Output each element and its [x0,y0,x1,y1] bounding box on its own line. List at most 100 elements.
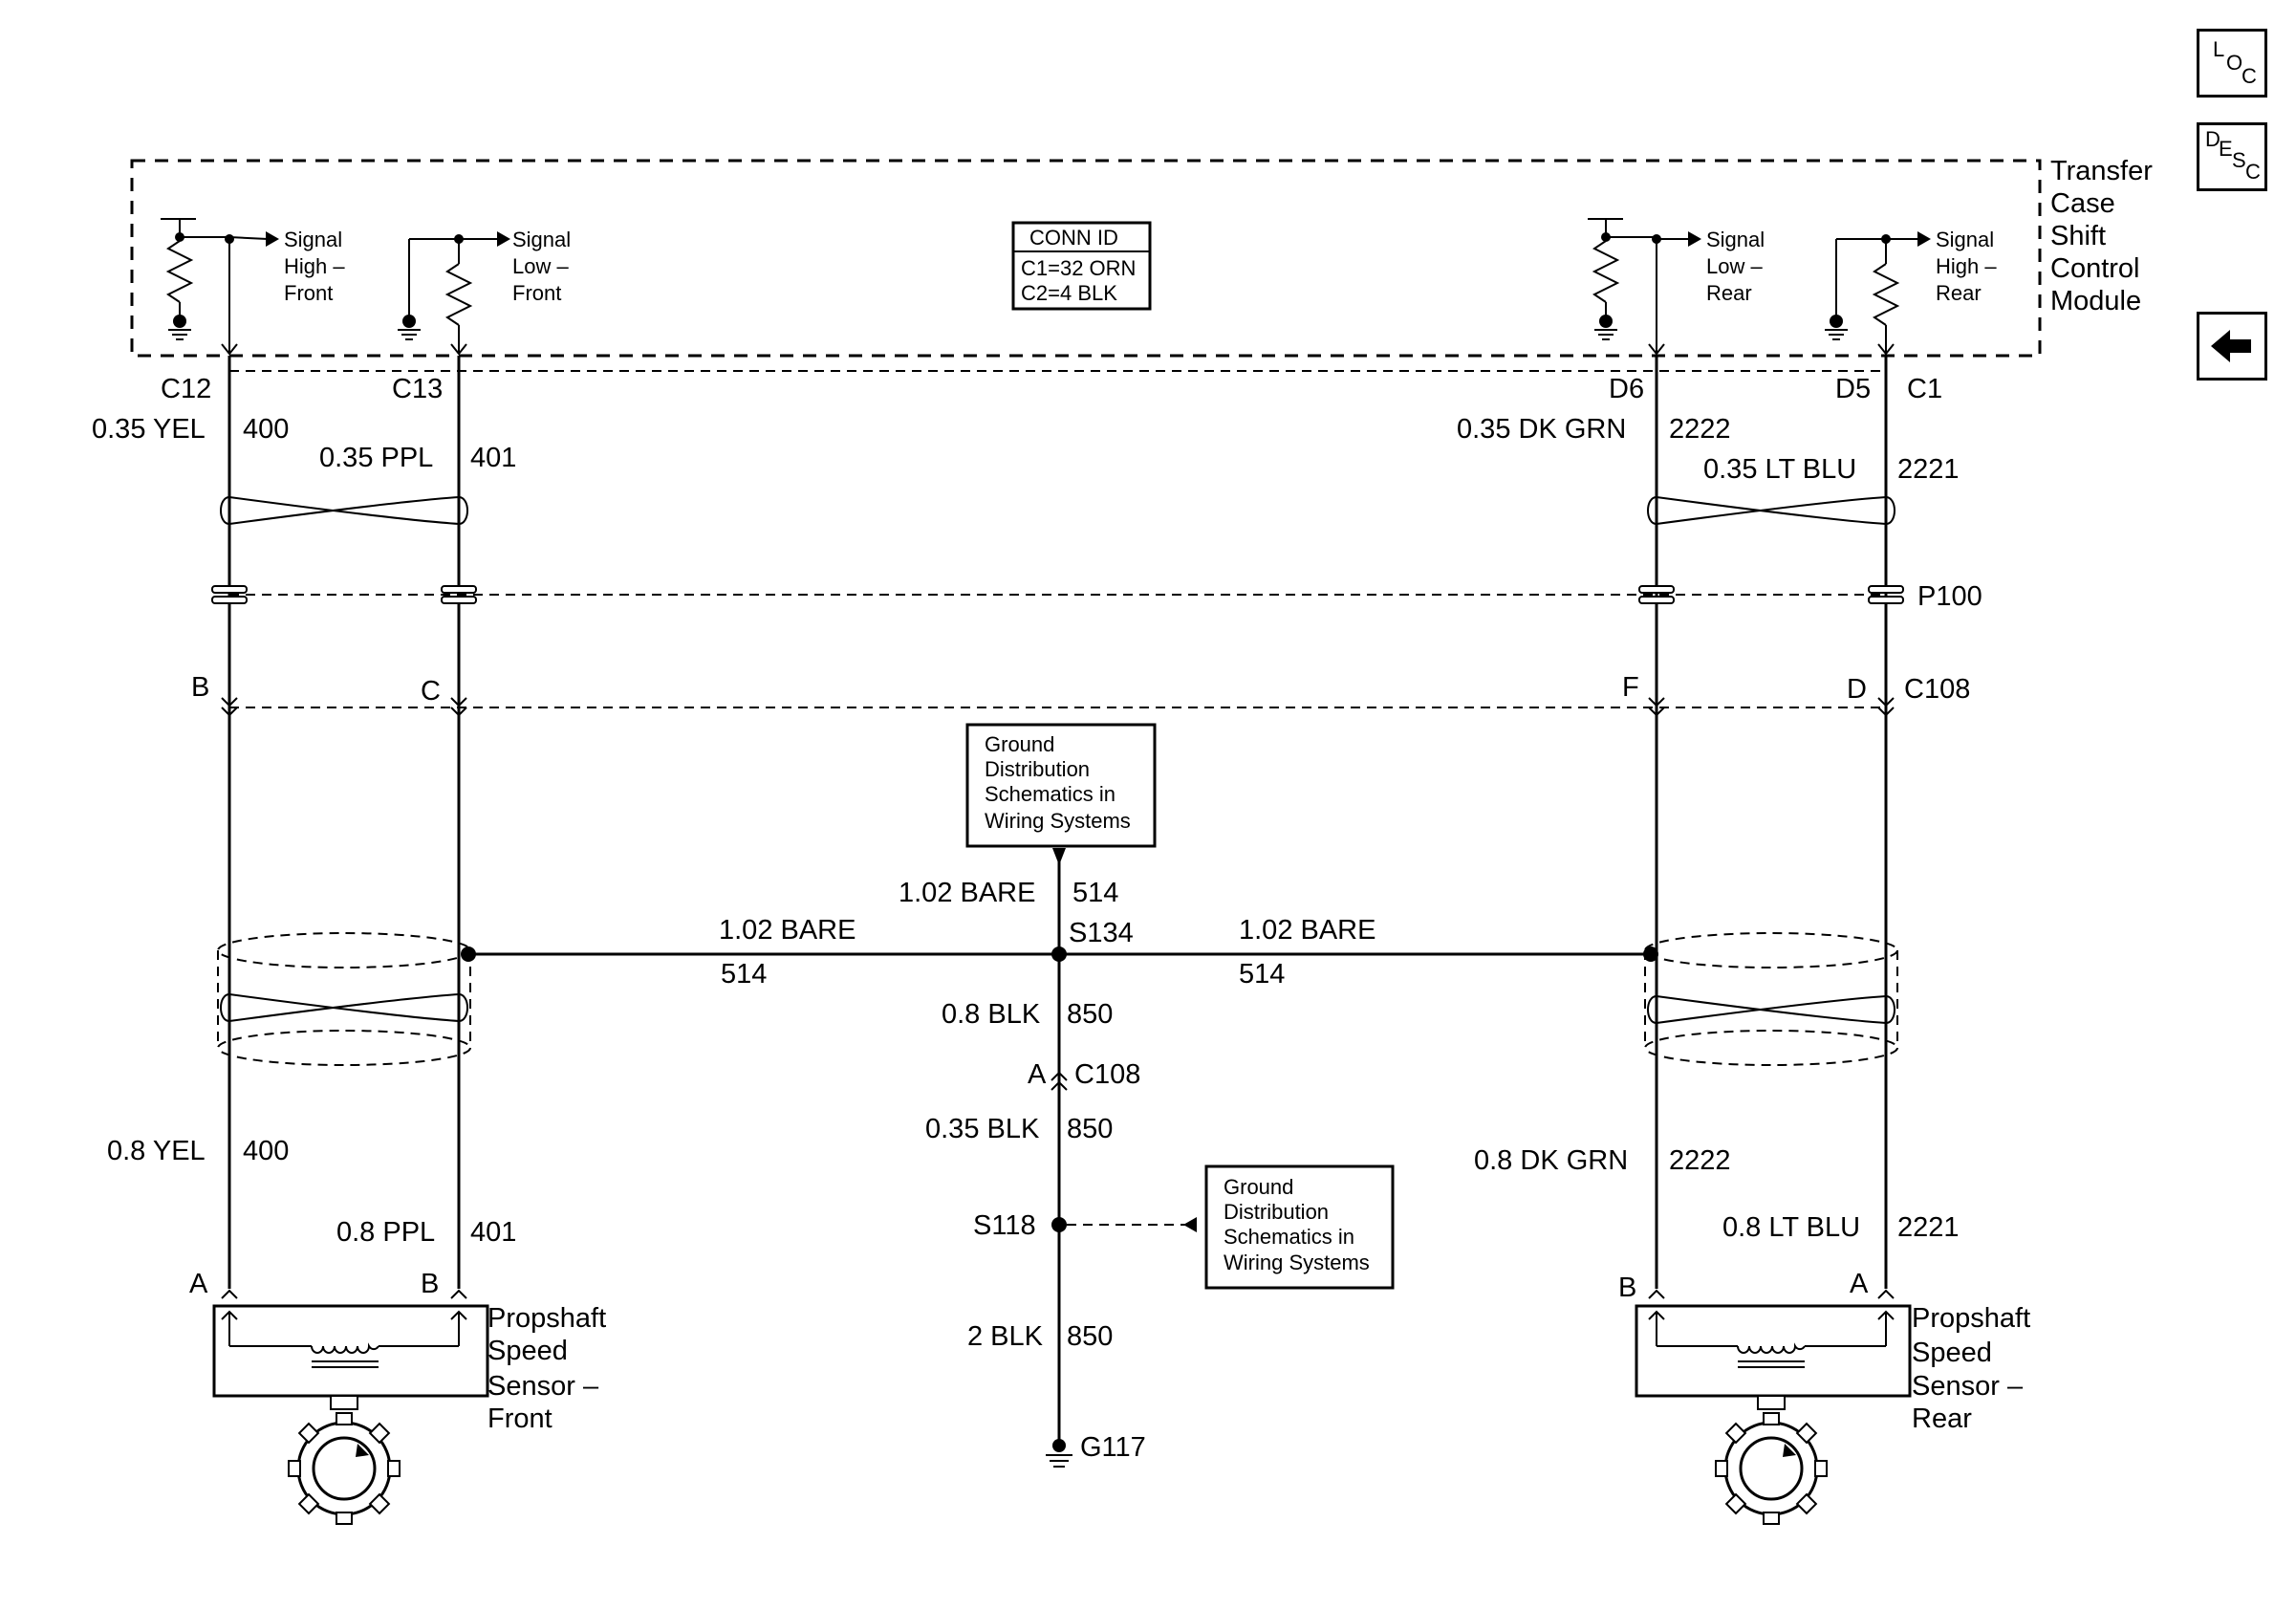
bare-left-label: 1.02 BARE [719,915,856,946]
svg-text:Sensor –: Sensor – [487,1371,599,1402]
svg-text:Ground: Ground [985,732,1054,756]
front-pin-b: B [421,1269,439,1299]
blk2-code: 850 [1067,1114,1113,1144]
blk1-code: 850 [1067,999,1113,1030]
conn-id-c2: C2=4 BLK [1021,281,1117,305]
signal-high-front-l2: High – [284,254,345,278]
twisted-pair-upper-left [220,495,468,526]
propshaft-speed-sensor-rear [1635,1304,1912,1410]
module-line-5: Module [2050,286,2141,316]
wire-code-400-bottom: 400 [243,1136,289,1166]
module-pin-chevrons [221,343,1895,356]
bare-right-code: 514 [1239,959,1285,990]
module-name: Transfer Case Shift Control Module [2050,156,2153,316]
signal-high-front-l3: Front [284,281,333,305]
signal-high-rear-l3: Rear [1936,281,1982,305]
svg-text:Front: Front [487,1403,552,1434]
ground-distribution-box-bottom: Ground Distribution Schematics in Wiring… [1204,1164,1395,1290]
rear-pin-b: B [1618,1273,1636,1303]
svg-text:Distribution: Distribution [985,757,1090,781]
wire-label-ppl-top: 0.35 PPL [319,443,433,473]
wire-code-400-top: 400 [243,414,289,445]
ground-g117-icon [1046,1439,1072,1468]
module-boundary [130,159,2042,358]
pin-c13: C13 [392,374,443,404]
blk2-label: 0.35 BLK [925,1114,1040,1144]
c108-name: C108 [1904,674,1970,705]
description-button[interactable]: D E S C [2197,122,2267,191]
svg-text:Speed: Speed [1912,1338,1992,1368]
wire-label-ppl-bottom: 0.8 PPL [336,1217,435,1248]
conn-id-c1: C1=32 ORN [1021,256,1136,280]
sensor-pin-labels: A B B A [189,1269,1869,1303]
svg-text:Wiring Systems: Wiring Systems [985,809,1131,833]
c108-chevrons [221,697,1895,717]
svg-text:Propshaft: Propshaft [1912,1303,2030,1334]
module-line-1: Transfer [2050,156,2153,186]
signal-high-rear-circuit: Signal High – Rear [1825,228,1997,354]
signal-low-rear-l1: Signal [1706,228,1765,251]
svg-text:Rear: Rear [1912,1403,1972,1434]
sensor-pin-chevrons [221,1289,1895,1299]
wire-label-dkgrn-bottom: 0.8 DK GRN [1474,1145,1628,1176]
module-line-3: Shift [2050,221,2106,251]
c108-pin-c: C [421,676,441,707]
s118-label: S118 [973,1210,1036,1241]
wire-code-2222-bottom: 2222 [1669,1145,1731,1176]
center-c108-chevrons [1051,1071,1068,1091]
splice-right-dot [1643,946,1658,962]
splice-s118-dot [1051,1217,1067,1232]
pin-c12: C12 [161,374,211,404]
lower-wire-labels: 0.8 YEL 400 0.8 PPL 401 0.8 DK GRN 2222 … [107,1136,1960,1248]
g117-label: G117 [1080,1432,1146,1463]
wire-code-401-top: 401 [470,443,516,473]
desc-letter-s: S [2232,148,2246,172]
ground-distribution-box-top: Ground Distribution Schematics in Wiring… [965,723,1157,848]
shield-right [1644,932,1898,1066]
location-button[interactable]: L O C [2197,29,2267,98]
svg-text:Sensor –: Sensor – [1912,1371,2024,1402]
svg-text:Ground: Ground [1224,1175,1293,1199]
rear-pin-a: A [1850,1269,1869,1299]
c108-center-label: C108 [1074,1059,1140,1090]
c108-pin-d: D [1847,674,1867,705]
signal-high-rear-l2: High – [1936,254,1997,278]
wire-label-dkgrn-top: 0.35 DK GRN [1457,414,1626,445]
signal-high-front-l1: Signal [284,228,342,251]
wire-label-yel-bottom: 0.8 YEL [107,1136,206,1166]
upper-wire-labels: 0.35 YEL 400 0.35 PPL 401 0.35 DK GRN 22… [92,414,1960,485]
svg-text:Propshaft: Propshaft [487,1303,606,1334]
c108-pin-f: F [1622,672,1639,703]
signal-low-rear-circuit: Signal Low – Rear [1588,218,1765,354]
shield-left [217,932,471,1066]
svg-text:Schematics in: Schematics in [985,782,1116,806]
wire-code-401-bottom: 401 [470,1217,516,1248]
desc-letter-e: E [2219,137,2233,161]
p100-label: P100 [1917,581,1982,612]
signal-low-front-l1: Signal [512,228,571,251]
module-pin-labels: C12 C13 D6 D5 C1 [161,374,1942,404]
splice-left-dot [461,946,476,962]
twisted-pair-upper-right [1647,495,1895,526]
module-line-2: Case [2050,188,2115,219]
signal-low-rear-l2: Low – [1706,254,1763,278]
wire-label-ltblu-top: 0.35 LT BLU [1703,454,1856,485]
svg-text:Speed: Speed [487,1336,568,1366]
back-arrow-icon [2211,330,2251,362]
desc-letter-d: D [2205,127,2220,151]
svg-text:Wiring Systems: Wiring Systems [1224,1251,1370,1274]
signal-high-front-circuit: Signal High – Front [161,218,345,354]
s134-label: S134 [1069,918,1134,948]
back-button[interactable] [2197,312,2267,381]
blk3-label: 2 BLK [967,1321,1044,1352]
bare-right-label: 1.02 BARE [1239,915,1375,946]
loc-letter-o: O [2226,51,2243,75]
p100-connector-symbols [211,585,1904,604]
sensor-front-label: Propshaft Speed Sensor – Front [487,1303,606,1434]
front-pin-a: A [189,1269,208,1299]
conn-id-box: CONN ID C1=32 ORN C2=4 BLK [1011,221,1152,311]
svg-text:Distribution: Distribution [1224,1200,1329,1224]
loc-letter-l: L [2213,37,2225,61]
signal-high-rear-l1: Signal [1936,228,1994,251]
